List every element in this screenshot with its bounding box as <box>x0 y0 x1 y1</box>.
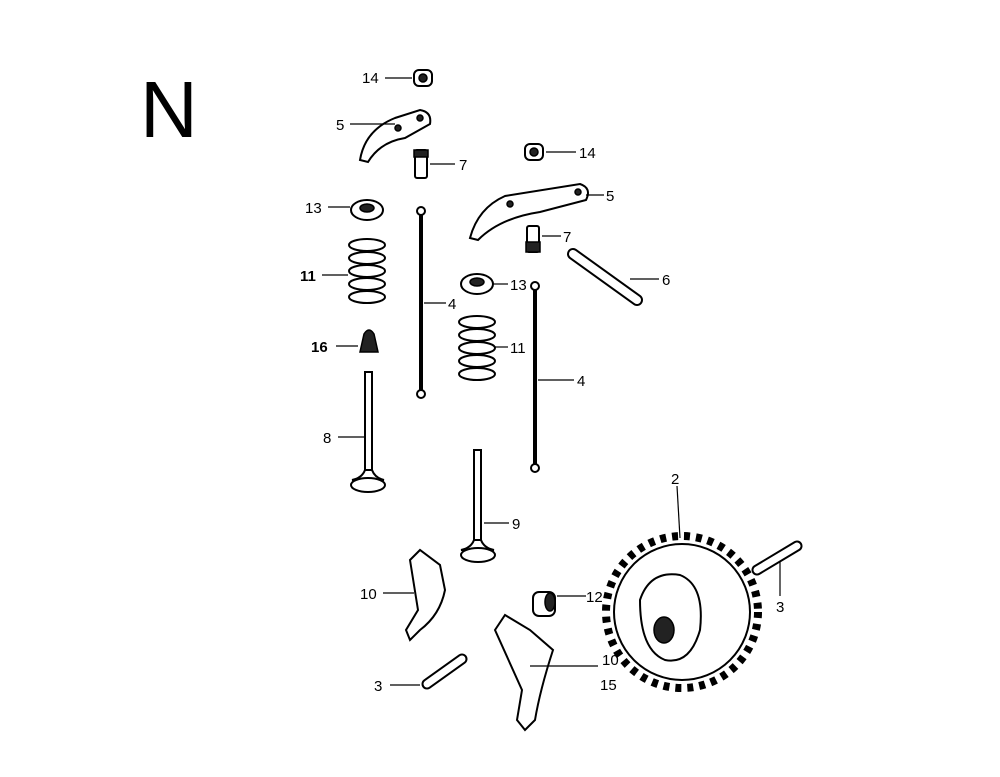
callout-16: 16 <box>311 339 328 356</box>
part-shaft-6 <box>567 248 643 306</box>
callout-11: 11 <box>300 268 316 285</box>
part-bolt-7-left <box>413 149 429 179</box>
callout-10: 10 <box>602 652 619 669</box>
part-pushrod-4-right <box>530 281 540 473</box>
callout-4: 4 <box>577 373 585 390</box>
part-bolt-7-right <box>525 225 541 253</box>
part-cam-follower-10-left <box>404 548 447 642</box>
callout-12: 12 <box>586 589 603 606</box>
callout-3: 3 <box>776 599 784 616</box>
callout-6: 6 <box>662 272 670 289</box>
part-retainer-13-right <box>460 273 494 295</box>
part-valve-9 <box>460 449 496 563</box>
part-spring-11-left <box>348 238 386 304</box>
callout-10: 10 <box>360 586 377 603</box>
callout-14: 14 <box>362 70 379 87</box>
callout-2: 2 <box>671 471 679 488</box>
callout-9: 9 <box>512 516 520 533</box>
part-spring-11-right <box>458 315 496 381</box>
callout-7: 7 <box>459 157 467 174</box>
callout-13: 13 <box>305 200 322 217</box>
part-pushrod-4-left <box>416 206 426 399</box>
part-collet-16 <box>359 329 379 353</box>
part-cam-follower-10-15-right <box>493 613 555 732</box>
part-nut-14-right <box>524 143 544 161</box>
part-camshaft-gear-2 <box>602 532 762 692</box>
callout-8: 8 <box>323 430 331 447</box>
part-rocker-arm-5-right <box>468 182 589 242</box>
callout-11: 11 <box>510 340 526 357</box>
part-bushing-12 <box>532 591 556 617</box>
callout-15: 15 <box>600 677 617 694</box>
callout-4: 4 <box>448 296 456 313</box>
part-valve-8 <box>350 371 386 493</box>
callout-13: 13 <box>510 277 527 294</box>
callout-5: 5 <box>606 188 614 205</box>
callout-7: 7 <box>563 229 571 246</box>
part-pin-3-right <box>751 540 803 576</box>
part-pin-3-left <box>421 653 468 690</box>
section-letter: N <box>140 65 198 154</box>
part-rocker-arm-5-left <box>358 108 432 164</box>
callout-5: 5 <box>336 117 344 134</box>
callout-14: 14 <box>579 145 596 162</box>
part-nut-14-left <box>413 69 433 87</box>
callout-3: 3 <box>374 678 382 695</box>
part-retainer-13-left <box>350 199 384 221</box>
